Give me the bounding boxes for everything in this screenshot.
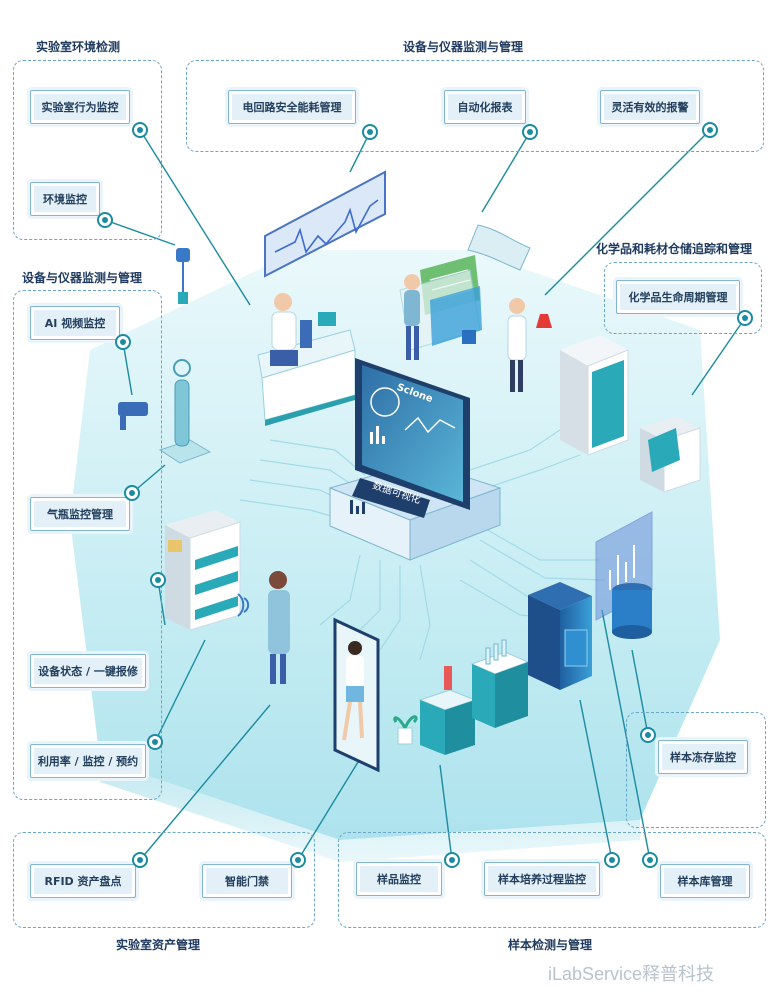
person-with-tablet: [507, 298, 552, 392]
label-auto-report[interactable]: 自动化报表: [444, 90, 526, 124]
node-door: [290, 852, 306, 868]
node-library: [642, 852, 658, 868]
node-power: [362, 124, 378, 140]
section-title-device-top: 设备与仪器监测与管理: [403, 40, 524, 54]
label-sample-freeze[interactable]: 样本冻存监控: [658, 740, 748, 774]
node-sample-monitor: [444, 852, 460, 868]
freezer-cabinet: [528, 582, 592, 690]
node-chem: [737, 310, 753, 326]
node-env: [97, 212, 113, 228]
section-title-lab-env: 实验室环境检测: [36, 40, 121, 54]
node-report: [522, 124, 538, 140]
label-smart-door[interactable]: 智能门禁: [202, 864, 292, 898]
label-power-safety[interactable]: 电回路安全能耗管理: [228, 90, 356, 124]
equipment-cabinet: [165, 510, 241, 631]
person-rfid-scan: [237, 571, 290, 684]
node-device-status: [150, 572, 166, 588]
label-rfid[interactable]: RFID 资产盘点: [30, 864, 136, 898]
group-box-chem: [604, 262, 762, 334]
plant: [393, 715, 418, 745]
label-env-monitor[interactable]: 环境监控: [30, 182, 100, 216]
group-box-sample: [338, 832, 766, 928]
cctv-camera: [118, 402, 148, 430]
group-box-asset: [13, 832, 315, 928]
liquid-nitrogen-tank: [612, 583, 652, 639]
sample-station: [418, 639, 530, 755]
central-monitor: [328, 358, 502, 561]
person-standing-top: [404, 274, 482, 360]
label-flexible-alarm[interactable]: 灵活有效的报警: [600, 90, 700, 124]
group-box-device-left: [13, 290, 162, 800]
label-culture-process[interactable]: 样本培养过程监控: [484, 862, 600, 896]
group-box-lab-env: [13, 60, 162, 240]
label-gas-cylinder[interactable]: 气瓶监控管理: [30, 497, 130, 531]
label-behavior-monitor[interactable]: 实验室行为监控: [30, 90, 130, 124]
node-usage: [147, 734, 163, 750]
section-title-device-left: 设备与仪器监测与管理: [22, 271, 143, 285]
label-sample-monitor[interactable]: 样品监控: [356, 862, 442, 896]
section-title-chem: 化学品和耗材仓储追踪和管理: [596, 242, 753, 256]
gas-cylinder: [158, 359, 212, 464]
group-box-sample-freeze: [626, 712, 766, 828]
label-device-status[interactable]: 设备状态 / 一键报修: [30, 654, 146, 688]
waveform-panel: [264, 170, 386, 278]
node-ai-video: [115, 334, 131, 350]
label-chem-lifecycle[interactable]: 化学品生命周期管理: [616, 280, 740, 314]
storage-fridge: [560, 335, 629, 456]
label-usage[interactable]: 利用率 / 监控 / 预约: [30, 744, 146, 778]
label-sample-library[interactable]: 样本库管理: [660, 864, 750, 898]
env-sensor: [176, 248, 190, 304]
watermark-text: iLabService释普科技: [548, 964, 715, 984]
circuit-traces: [239, 429, 606, 661]
section-title-sample: 样本检测与管理: [508, 938, 593, 952]
section-title-asset: 实验室资产管理: [116, 938, 201, 952]
node-alarm: [702, 122, 718, 138]
node-culture: [604, 852, 620, 868]
label-ai-video[interactable]: AI 视频监控: [30, 306, 120, 340]
node-rfid: [132, 852, 148, 868]
kiosk-terminal: [640, 416, 701, 493]
lab-bench: [257, 293, 356, 426]
node-gas: [124, 485, 140, 501]
node-freeze: [640, 727, 656, 743]
node-behavior: [132, 122, 148, 138]
smart-door: [333, 617, 380, 773]
group-box-device-top: [186, 60, 764, 152]
